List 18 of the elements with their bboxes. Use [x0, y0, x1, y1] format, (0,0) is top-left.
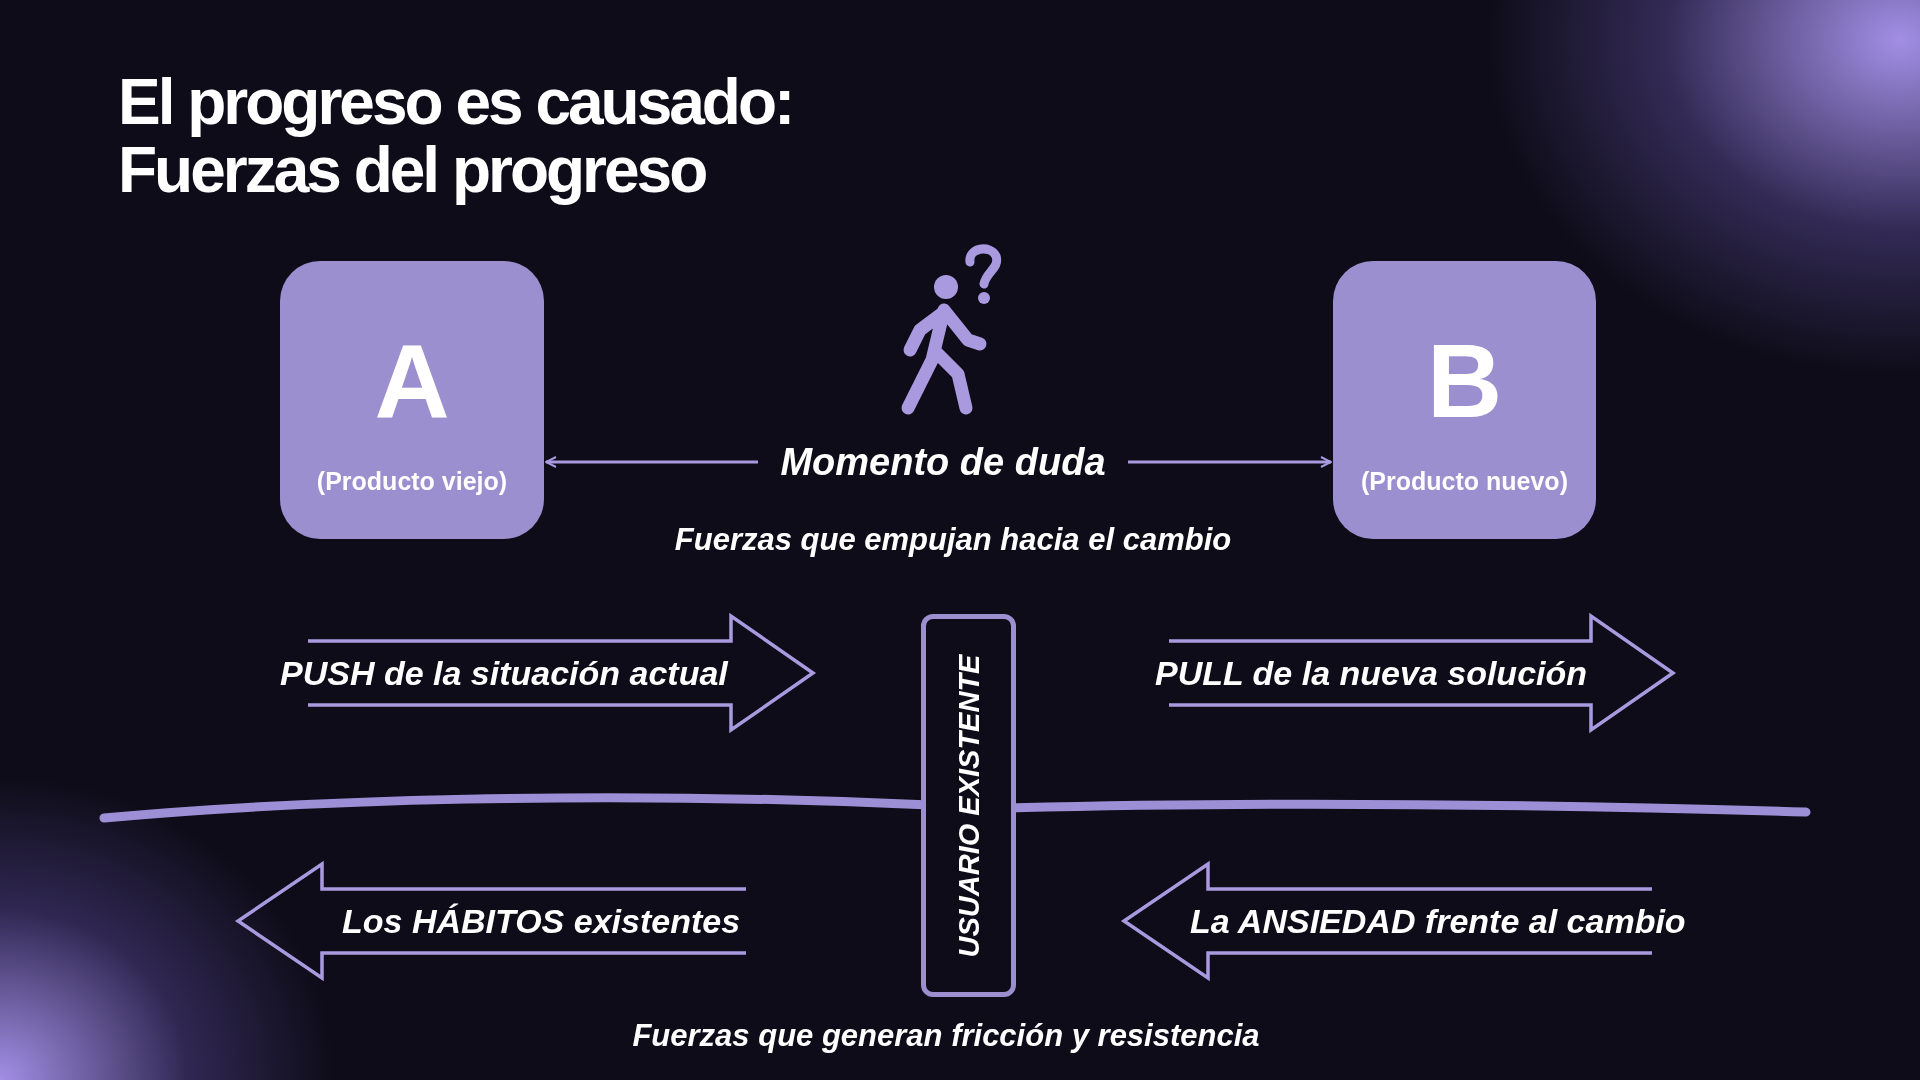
vertical-box [921, 614, 1016, 997]
title: El progreso es causado: Fuerzas del progreso [118, 68, 794, 204]
arrow-label: Los HÁBITOS existentes [342, 901, 741, 941]
center-label: Momento de duda [780, 440, 1106, 484]
box-caption: (Producto viejo) [316, 467, 508, 496]
section-caption: Fuerzas que empujan hacia el cambio [674, 522, 1232, 558]
rounded-box [1333, 261, 1596, 539]
arrow-label: PULL de la nueva solución [1155, 653, 1588, 693]
section-caption: Fuerzas que generan fricción y resistencia [632, 1018, 1260, 1054]
arrow-label: La ANSIEDAD frente al cambio [1190, 901, 1686, 941]
box-letter: B [1426, 329, 1503, 433]
box-letter: A [374, 329, 450, 433]
arrow-label: PUSH de la situación actual [280, 653, 728, 693]
arrow [1128, 456, 1332, 468]
rounded-box [280, 261, 544, 539]
arrow [545, 456, 758, 468]
box-caption: (Producto nuevo) [1361, 467, 1568, 496]
vertical-label: USUARIO EXISTENTE [952, 654, 985, 957]
